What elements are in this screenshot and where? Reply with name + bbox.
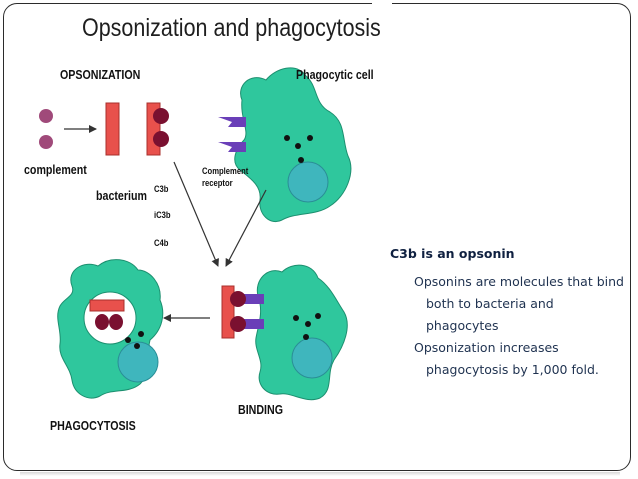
text-heading: C3b is an opsonin [390, 246, 515, 261]
label-phagocytic-cell: Phagocytic cell [296, 67, 374, 82]
label-ic3b: iC3b [154, 210, 171, 220]
bullet-opsonins: Opsonins are molecules that bind both to… [414, 274, 624, 333]
label-binding: BINDING [238, 402, 284, 417]
engulfed-opsonin-left [95, 314, 109, 330]
engulfed-opsonin-right [109, 314, 123, 330]
slide-title: Opsonization and phagocytosis [82, 14, 381, 42]
granule [307, 135, 313, 141]
granule [284, 135, 290, 141]
label-opsonization: OPSONIZATION [60, 67, 141, 82]
engulfed-bacterium [89, 299, 125, 312]
granule [303, 334, 309, 340]
c3b-opsonin-bottom [153, 131, 169, 147]
complement-molecule-bottom [39, 135, 53, 149]
phagocytic-cell [234, 67, 352, 222]
granule [315, 313, 321, 319]
text-panel: C3b is an opsonin Opsonins are molecules… [386, 246, 626, 381]
slide-shadow [20, 472, 620, 476]
label-c3b: C3b [154, 184, 169, 194]
complement-molecule-top [39, 109, 53, 123]
complement-receptor-top [218, 117, 246, 127]
bacterium [105, 102, 120, 156]
granule [293, 315, 299, 321]
engulfing-phagocyte-nucleus [117, 341, 159, 383]
granule [138, 331, 144, 337]
arrow-to-binding-left [173, 161, 219, 267]
granule [305, 321, 311, 327]
granule [125, 337, 131, 343]
binding-receptor-top [242, 294, 264, 304]
complement-receptor-bottom [218, 142, 246, 152]
frame-notch [372, 0, 392, 8]
phagocyte-nucleus [287, 161, 329, 203]
c3b-opsonin-top [153, 108, 169, 124]
bullet-opsonization: Opsonization increases phagocytosis by 1… [414, 340, 599, 377]
bound-opsonin-bottom [230, 316, 246, 332]
label-complement-receptor-line1: Complement [202, 166, 249, 176]
label-c4b: C4b [154, 238, 169, 248]
bound-opsonin-top [230, 291, 246, 307]
granule [295, 143, 301, 149]
granule [134, 343, 140, 349]
label-bacterium: bacterium [96, 188, 147, 203]
label-phagocytosis: PHAGOCYTOSIS [50, 418, 136, 433]
binding-receptor-bottom [242, 319, 264, 329]
binding-phagocyte [255, 264, 348, 401]
granule [298, 157, 304, 163]
arrow-to-binding-right [225, 189, 267, 267]
label-complement-receptor-line2: receptor [202, 178, 233, 188]
binding-phagocyte-nucleus [291, 337, 333, 379]
label-complement: complement [24, 162, 87, 177]
